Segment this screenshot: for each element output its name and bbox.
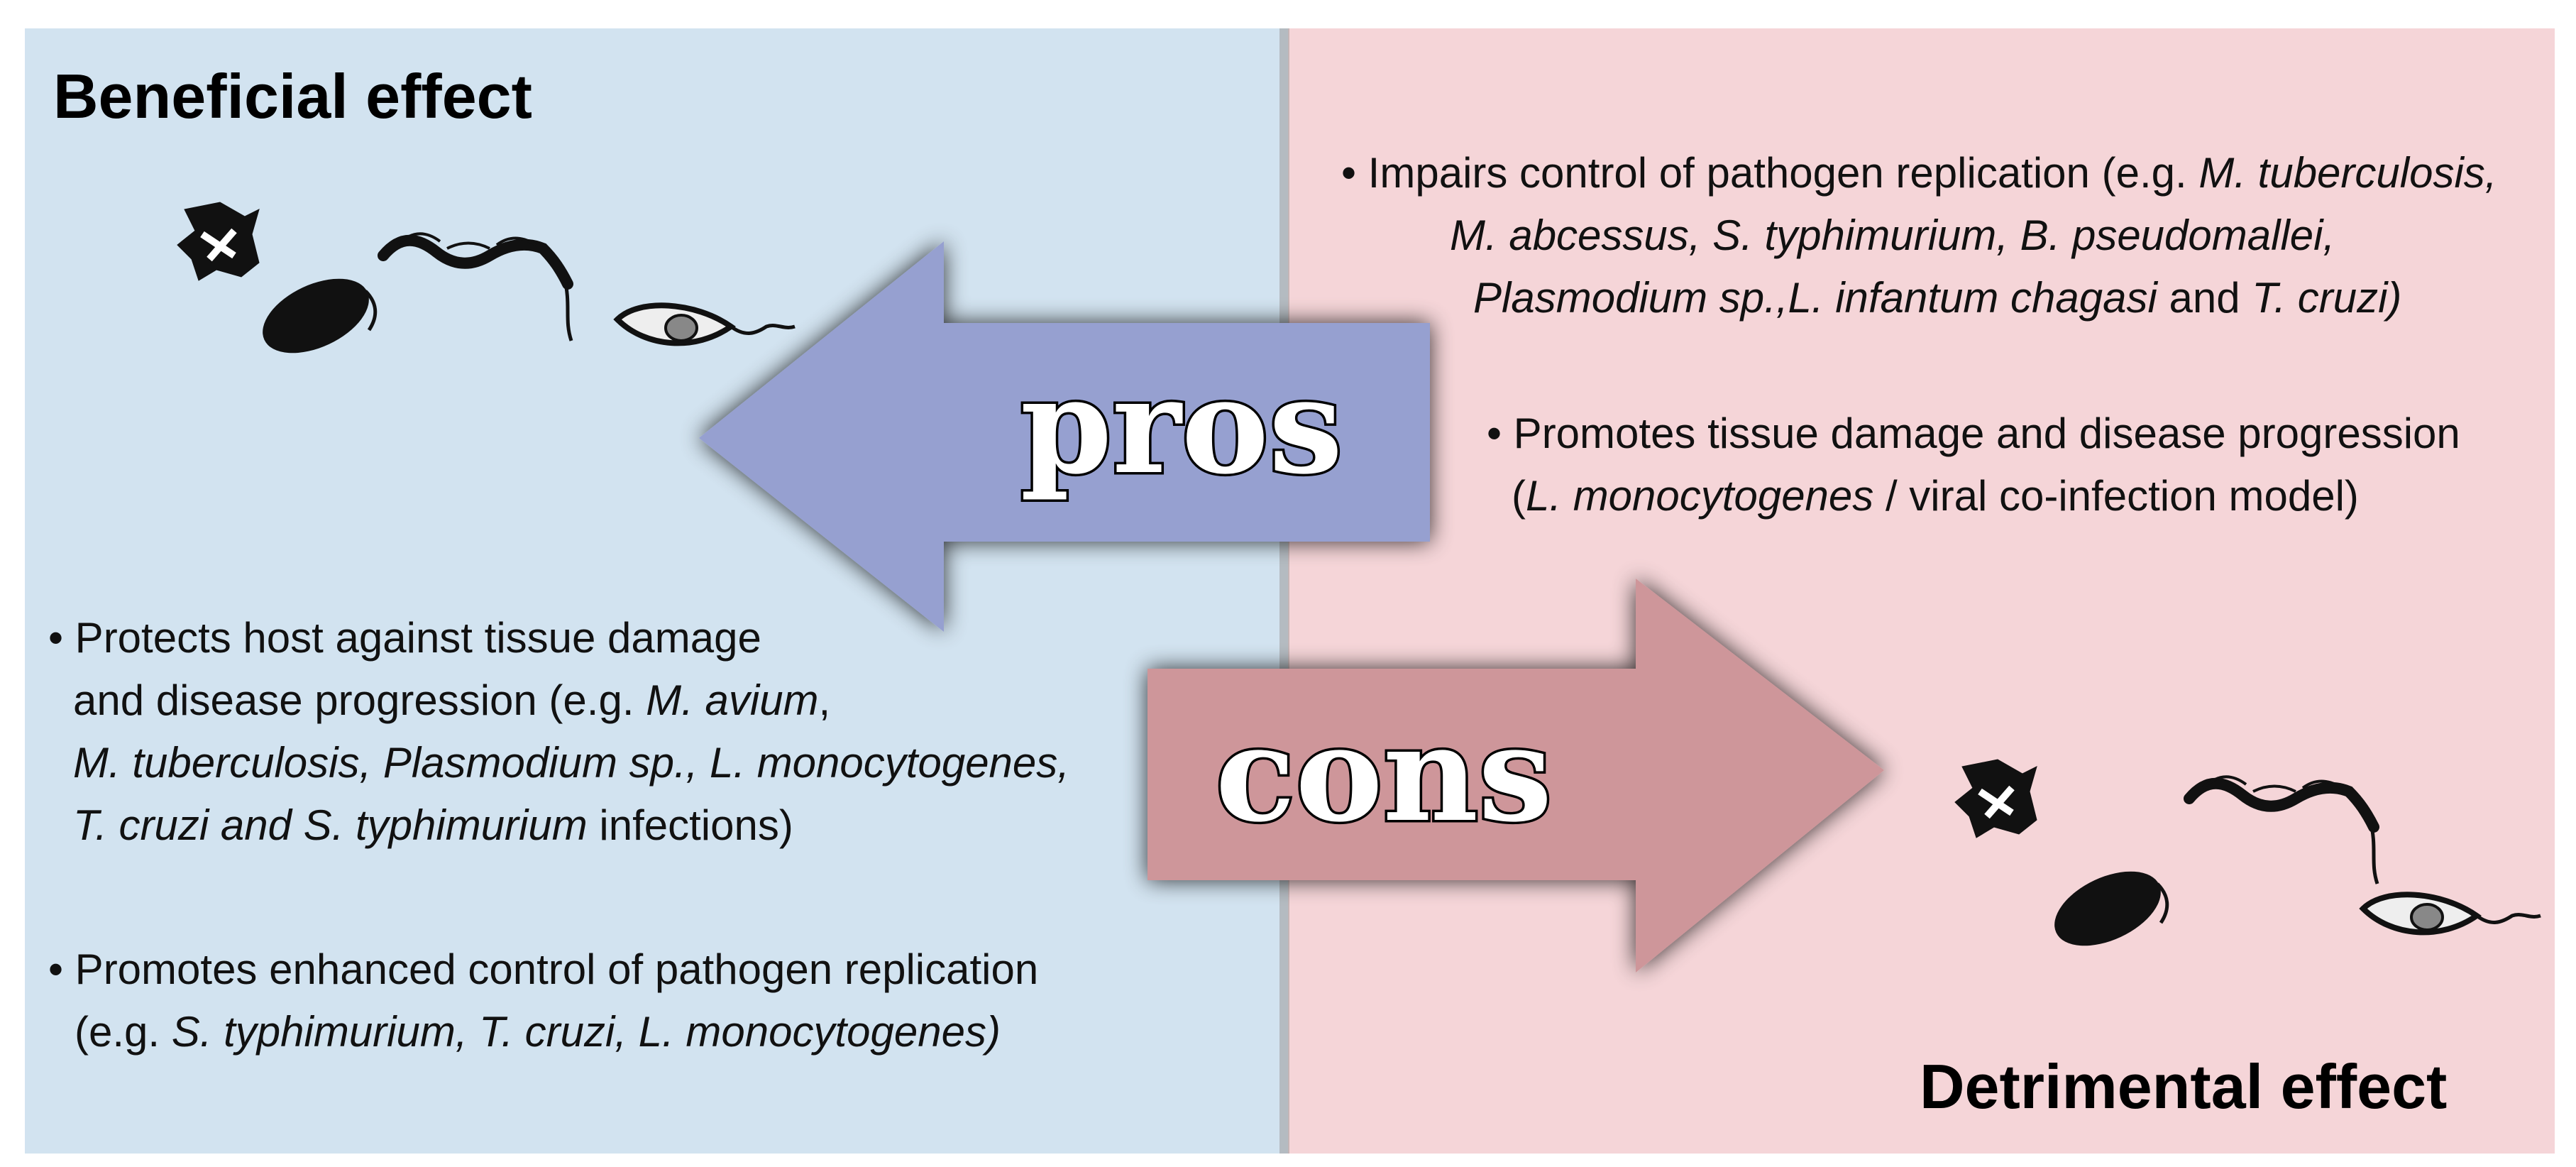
bacterium-icon	[2054, 871, 2169, 946]
beneficial-bullet-1-line-2: and disease progression (e.g. M. avium,	[73, 676, 831, 724]
spirochete-icon	[378, 232, 573, 341]
cons-label: cons	[1216, 696, 1553, 851]
beneficial-heading: Beneficial effect	[53, 61, 532, 131]
beneficial-bullet-1-line-4: T. cruzi and S. typhimurium infections)	[73, 801, 793, 849]
fungus-icon	[1954, 759, 2037, 838]
trypanosome-icon	[2359, 892, 2541, 936]
pros-label: pros	[1020, 349, 1343, 503]
beneficial-bullet-1-line-1: • Protects host against tissue damage	[48, 614, 761, 662]
detrimental-bullet-1-line-3: Plasmodium sp.,L. infantum chagasi and T…	[1473, 274, 2402, 322]
bacterium-icon	[263, 278, 378, 354]
trypanosome-icon	[613, 302, 796, 346]
detrimental-bullet-2-line-1: • Promotes tissue damage and disease pro…	[1487, 410, 2460, 457]
detrimental-bullet-1-line-2: M. abcessus, S. typhimurium, B. pseudoma…	[1450, 212, 2335, 259]
cons-arrow	[1147, 579, 1884, 972]
detrimental-bullet-1-line-1: • Impairs control of pathogen replicatio…	[1341, 149, 2497, 197]
fungus-icon	[177, 202, 260, 281]
spirochete-icon	[2184, 775, 2379, 884]
beneficial-bullet-1-line-3: M. tuberculosis, Plasmodium sp., L. mono…	[73, 739, 1069, 787]
detrimental-panel	[1288, 28, 2555, 1154]
detrimental-bullet-2-line-2: (L. monocytogenes / viral co-infection m…	[1512, 472, 2359, 520]
pros-arrow	[699, 241, 1430, 632]
detrimental-heading: Detrimental effect	[1920, 1051, 2448, 1122]
panel-divider	[1279, 28, 1289, 1154]
beneficial-bullet-2-line-2: (e.g. S. typhimurium, T. cruzi, L. monoc…	[75, 1008, 1001, 1056]
beneficial-bullet-2-line-1: • Promotes enhanced control of pathogen …	[48, 946, 1039, 993]
